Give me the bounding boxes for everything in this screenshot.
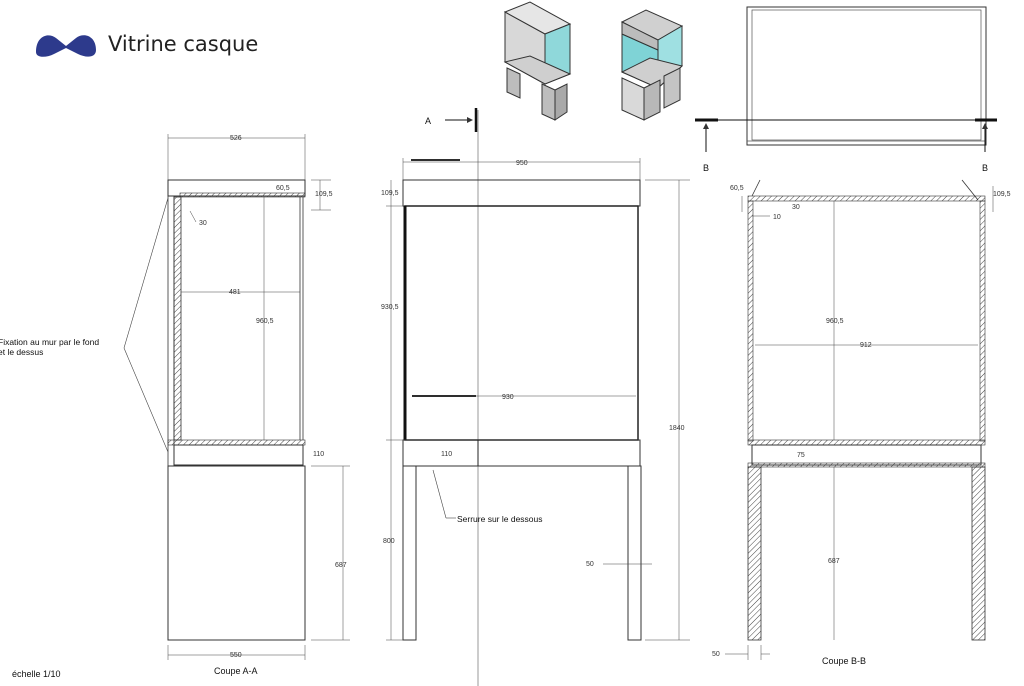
dim-b-height: 960,5 xyxy=(826,318,844,325)
dim-b-top-left: 60,5 xyxy=(730,185,744,192)
fixing-note-line2: et le dessus xyxy=(0,347,43,357)
dim-b-leg-width: 50 xyxy=(712,651,720,658)
section-marker-b-right: B xyxy=(982,163,988,173)
dim-front-leg-width: 50 xyxy=(586,561,594,568)
dim-b-30: 30 xyxy=(792,204,800,211)
dim-b-top-right: 109,5 xyxy=(993,191,1011,198)
dim-a-base: 110 xyxy=(313,451,324,458)
section-a-a xyxy=(123,134,350,660)
header: Vitrine casque xyxy=(34,30,258,58)
dim-a-width-top: 526 xyxy=(230,135,242,142)
dim-a-leg: 687 xyxy=(335,562,347,569)
top-view xyxy=(695,6,997,152)
dim-a-height-inner: 960,5 xyxy=(256,318,274,325)
dim-front-leg-height: 800 xyxy=(383,538,395,545)
iso-view-glass xyxy=(620,9,684,121)
page-title: Vitrine casque xyxy=(108,32,259,56)
dim-b-10: 10 xyxy=(773,214,781,221)
scale-label: échelle 1/10 xyxy=(12,669,61,679)
section-b-b xyxy=(725,179,994,660)
fixing-note-line1: Fixation au mur par le fond xyxy=(0,337,99,347)
dim-front-width: 950 xyxy=(516,160,528,167)
dim-front-base: 110 xyxy=(441,451,452,458)
dim-b-leg: 687 xyxy=(828,558,840,565)
dim-a-side: 30 xyxy=(199,220,207,227)
lock-note: Serrure sur le dessous xyxy=(457,514,543,524)
dim-front-top: 109,5 xyxy=(381,190,399,197)
dim-front-total: 1840 xyxy=(669,425,685,432)
dim-a-top-thickness: 109,5 xyxy=(315,191,333,198)
dim-b-width: 912 xyxy=(860,342,872,349)
front-view xyxy=(386,108,690,686)
section-marker-a: A xyxy=(425,116,431,126)
caption-section-a: Coupe A-A xyxy=(214,666,258,676)
dim-a-inner-width: 481 xyxy=(229,289,241,296)
dim-a-top-inner: 60,5 xyxy=(276,185,290,192)
dim-b-base: 75 xyxy=(797,452,805,459)
dim-front-glass-width: 930 xyxy=(502,394,514,401)
iso-view-closed xyxy=(503,1,572,121)
caption-section-b: Coupe B-B xyxy=(822,656,866,666)
dim-a-width-bottom: 550 xyxy=(230,652,242,659)
section-marker-b-left: B xyxy=(703,163,709,173)
dim-front-glass-height: 930,5 xyxy=(381,304,399,311)
brand-logo-icon xyxy=(36,35,96,57)
